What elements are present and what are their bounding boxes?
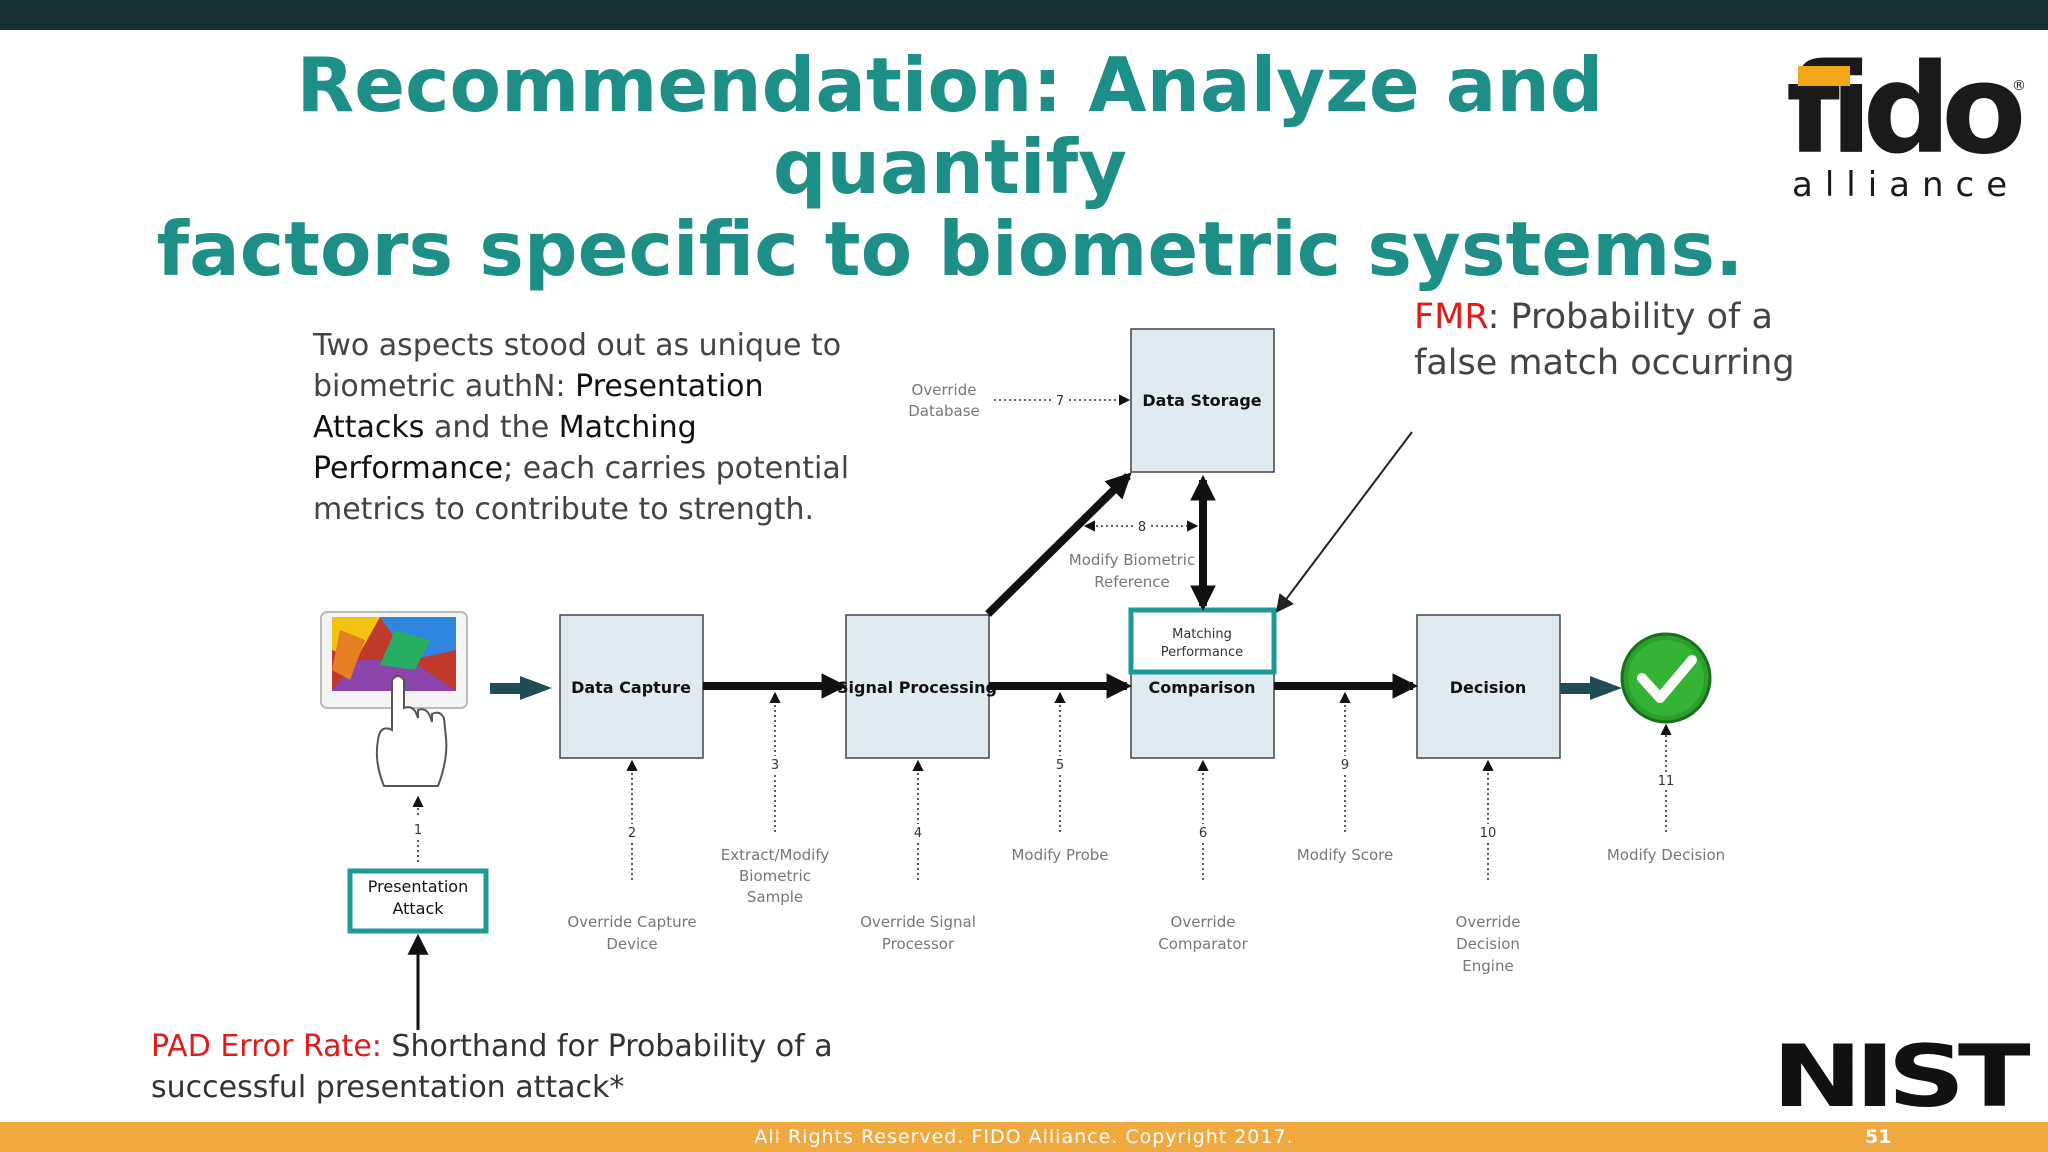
attack-4-number: 4 (914, 826, 922, 841)
matching-performance-box: Matching Performance (1128, 607, 1277, 675)
attack-4-label-2: Processor (882, 935, 955, 953)
tablet-touch-icon (320, 611, 468, 787)
attack-numbers: 1 2 3 4 5 6 7 8 9 10 11 (410, 392, 1678, 842)
attack-8-label-2: Reference (1094, 573, 1170, 591)
fmr-term: FMR (1414, 297, 1488, 337)
data-capture-label: Data Capture (571, 678, 691, 697)
title-line-2: factors specific to biometric systems. (156, 205, 1744, 293)
attack-4-label-1: Override Signal (860, 913, 976, 931)
attack-3-label-2: Biometric (739, 867, 811, 885)
fido-logo-accent (1798, 66, 1850, 86)
data-storage-box: Data Storage (1130, 328, 1275, 473)
fido-logo-registered: ® (2012, 78, 2026, 94)
data-storage-label: Data Storage (1142, 391, 1261, 410)
output-arrow (1560, 676, 1622, 700)
presentation-attack-box: Presentation Attack (347, 868, 489, 934)
attack-10-number: 10 (1480, 826, 1497, 841)
attack-7-label-2: Database (908, 402, 980, 420)
intro-term-matching-performance: Matching Performance (313, 410, 697, 486)
footer-copyright: All Rights Reserved. FIDO Alliance. Copy… (754, 1126, 1294, 1148)
green-checkmark-icon (1620, 632, 1712, 724)
attack-2-label-1: Override Capture (567, 913, 696, 931)
attack-9-number: 9 (1341, 758, 1349, 773)
attack-labels: Override Capture Device Extract/Modify B… (567, 381, 1725, 975)
attack-9-label-1: Modify Score (1297, 846, 1393, 864)
intro-term-presentation-attacks: Presentation Attacks (313, 369, 764, 445)
intro-text-3: ; each carries potential metrics to cont… (313, 451, 850, 527)
attack-2-label-2: Device (606, 935, 657, 953)
attack-2-number: 2 (628, 826, 636, 841)
pad-term: PAD Error Rate: (151, 1029, 382, 1064)
attack-3-number: 3 (771, 758, 779, 773)
nist-logo-text: NIST (1772, 1040, 2030, 1112)
intro-paragraph: Two aspects stood out as unique to biome… (313, 325, 873, 530)
intro-text-1: Two aspects stood out as unique to biome… (313, 328, 842, 404)
fido-logo-alliance: alliance (1792, 165, 2019, 205)
presentation-attack-line2: Attack (392, 899, 444, 918)
comparison-label: Comparison (1149, 678, 1256, 697)
attack-6-label-2: Comparator (1158, 935, 1248, 953)
intro-text-2: and the (424, 410, 559, 445)
data-capture-box: Data Capture (559, 614, 704, 759)
attack-11-label-1: Modify Decision (1607, 846, 1725, 864)
attack-10-label-3: Engine (1462, 957, 1513, 975)
flow-processing-to-storage (985, 472, 1132, 617)
attack-1-number: 1 (414, 823, 422, 838)
slide-title: Recommendation: Analyze and quantify fac… (150, 44, 1750, 290)
top-bar (0, 0, 2048, 30)
attack-10-label-1: Override (1456, 913, 1521, 931)
pad-text: Shorthand for Probability of a successfu… (151, 1029, 833, 1105)
fmr-note: FMR: Probability of a false match occurr… (1414, 294, 1834, 386)
attack-6-number: 6 (1199, 826, 1207, 841)
footer-bar: All Rights Reserved. FIDO Alliance. Copy… (0, 1122, 2048, 1152)
matching-performance-line2: Performance (1161, 645, 1243, 660)
input-arrow (490, 676, 552, 700)
attack-6-label-1: Override (1171, 913, 1236, 931)
attack-7-label-1: Override (912, 381, 977, 399)
attack-11-number: 11 (1658, 774, 1675, 789)
attack-10-label-2: Decision (1456, 935, 1520, 953)
page-number: 51 (1865, 1126, 1892, 1148)
fmr-text: : Probability of a false match occurring (1414, 297, 1795, 383)
nist-logo: NIST (1772, 1040, 2030, 1112)
attack-8-number: 8 (1138, 520, 1146, 535)
fido-alliance-logo: fido ® alliance (1786, 48, 2031, 205)
attack-3-label-1: Extract/Modify (721, 846, 830, 864)
decision-box: Decision (1416, 614, 1561, 759)
attack-5-label-1: Modify Probe (1011, 846, 1108, 864)
attack-5-number: 5 (1056, 758, 1064, 773)
signal-processing-box: Signal Processing (837, 614, 997, 759)
fmr-pointer-arrow (1275, 431, 1413, 613)
attack-7-number: 7 (1056, 394, 1064, 409)
presentation-attack-line1: Presentation (368, 877, 468, 896)
matching-performance-line1: Matching (1172, 627, 1232, 642)
pad-note: PAD Error Rate: Shorthand for Probabilit… (151, 1026, 951, 1108)
decision-label: Decision (1450, 678, 1527, 697)
attack-3-label-3: Sample (747, 888, 803, 906)
attack-8-label-1: Modify Biometric (1069, 551, 1195, 569)
title-line-1: Recommendation: Analyze and quantify (296, 41, 1604, 211)
signal-processing-label: Signal Processing (837, 678, 997, 697)
